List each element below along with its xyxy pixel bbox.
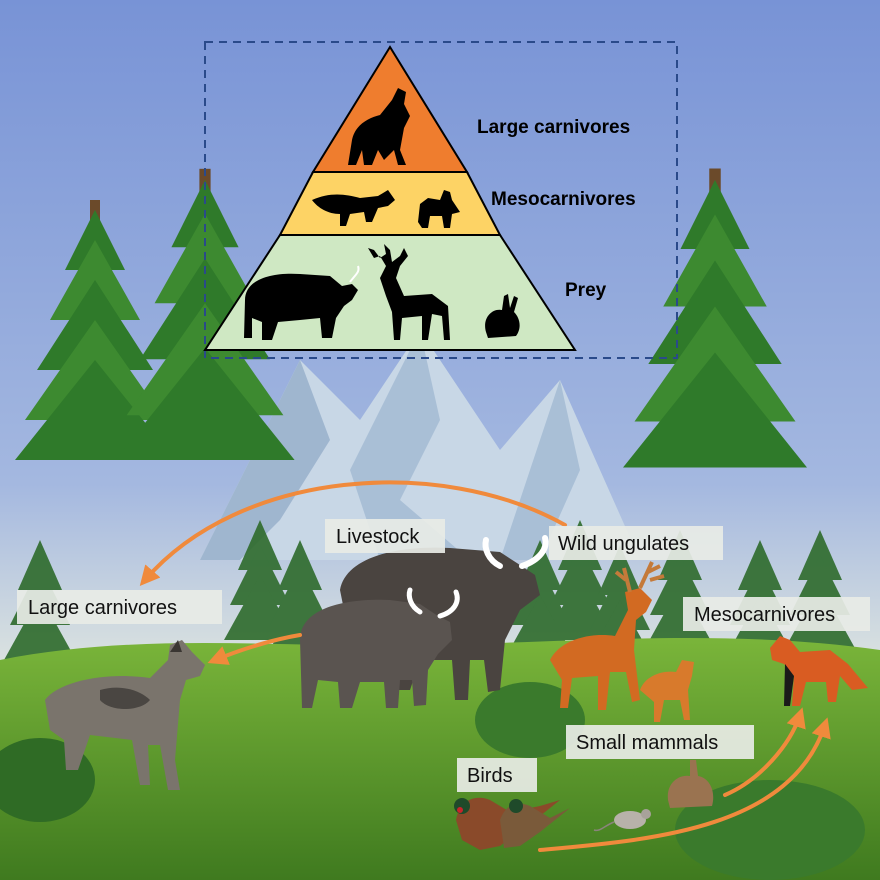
scene-label-birds: Birds (467, 765, 513, 787)
deer-silhouette-icon (368, 244, 450, 340)
scene-label-livestock-box: Livestock (325, 519, 445, 553)
pyramid-label-prey: Prey (565, 280, 607, 301)
food-web-arrows (139, 480, 831, 852)
fox-running-silhouette-icon (312, 190, 395, 226)
pyramid-label-mesocarnivores: Mesocarnivores (491, 189, 636, 210)
pyramid-label-large-carnivores: Large carnivores (477, 117, 630, 138)
deer-adult (550, 561, 665, 710)
pyramid-frame (204, 41, 678, 359)
mouse (593, 809, 651, 832)
deer-fawn (640, 660, 694, 722)
scene-label-large-carnivores-box: Large carnivores (17, 590, 222, 624)
scene-label-small-mammals-box: Small mammals (566, 725, 754, 759)
scene-label-mesocarnivores-box: Mesocarnivores (683, 597, 870, 631)
fox (770, 636, 868, 706)
scene-label-wild-ungulates: Wild ungulates (558, 533, 689, 555)
scene-label-small-mammals: Small mammals (576, 732, 718, 754)
arrow-wild-ungulates-to-large-carnivores (139, 480, 567, 587)
arrow-birds-to-mesocarnivores (538, 717, 831, 852)
yak-silhouette-icon (244, 265, 360, 340)
small-canid-silhouette-icon (418, 190, 460, 228)
scene-label-wild-ungulates-box: Wild ungulates (549, 526, 723, 560)
scene-label-large-carnivores: Large carnivores (28, 597, 177, 619)
arrow-small-mammals-to-mesocarnivores (723, 707, 806, 797)
wolf (45, 640, 205, 790)
rabbit (667, 760, 714, 808)
scene-label-livestock: Livestock (336, 526, 420, 548)
pheasants (454, 797, 570, 850)
yak-front (300, 587, 460, 708)
scene-label-birds-box: Birds (457, 758, 537, 792)
howling-wolf-silhouette-icon (348, 88, 410, 165)
arrow-livestock-to-large-carnivores (207, 633, 302, 665)
rabbit-silhouette-icon (485, 294, 520, 338)
scene-label-mesocarnivores: Mesocarnivores (694, 604, 835, 626)
